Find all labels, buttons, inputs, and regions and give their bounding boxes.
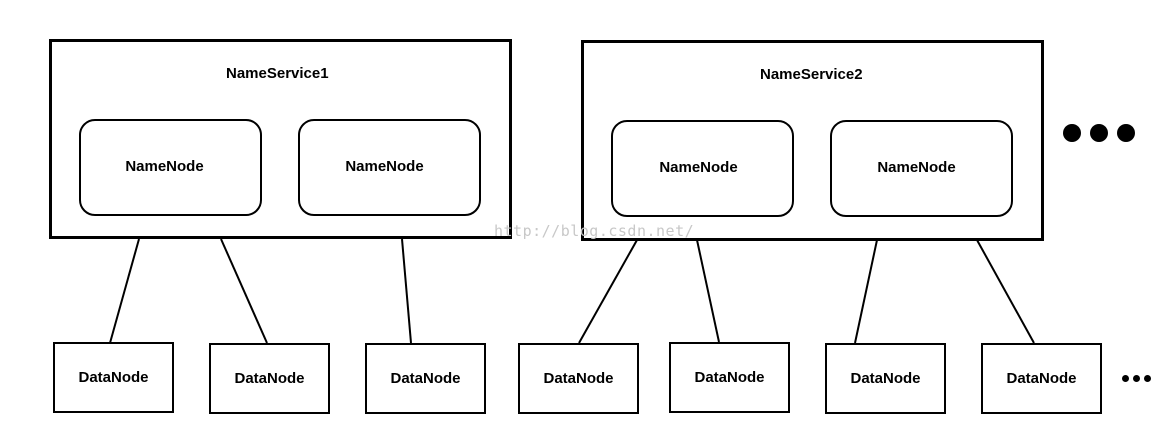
watermark-text: http://blog.csdn.net/ xyxy=(494,222,695,240)
link-ns1-dn3 xyxy=(401,238,412,344)
ellipsis-dot-1 xyxy=(1063,124,1081,142)
link-ns1-dn2 xyxy=(220,238,268,344)
nameservice-2-title: NameService2 xyxy=(760,66,863,83)
small-ellipsis-dot-1 xyxy=(1122,375,1129,382)
datanode-4: DataNode xyxy=(518,343,639,414)
datanode-1: DataNode xyxy=(53,342,174,413)
namenode-1a-label: NameNode xyxy=(125,158,204,175)
namenode-2b: NameNode xyxy=(830,120,1013,217)
nameservice-1-title: NameService1 xyxy=(226,65,329,82)
small-ellipsis-dot-2 xyxy=(1133,375,1140,382)
namenode-1b-label: NameNode xyxy=(345,158,424,175)
datanode-5-label: DataNode xyxy=(694,369,765,386)
datanode-2-label: DataNode xyxy=(234,370,305,387)
namenode-2a-label: NameNode xyxy=(659,159,738,176)
link-ns1-dn1 xyxy=(109,238,140,344)
datanode-5: DataNode xyxy=(669,342,790,413)
datanode-7-label: DataNode xyxy=(1006,370,1077,387)
datanode-6-label: DataNode xyxy=(850,370,921,387)
datanode-1-label: DataNode xyxy=(78,369,149,386)
namenode-1b: NameNode xyxy=(298,119,481,216)
datanode-3: DataNode xyxy=(365,343,486,414)
link-ns2-dn7 xyxy=(976,239,1035,344)
namenode-2a: NameNode xyxy=(611,120,794,217)
namenode-2b-label: NameNode xyxy=(877,159,956,176)
small-ellipsis-dot-3 xyxy=(1144,375,1151,382)
datanode-6: DataNode xyxy=(825,343,946,414)
namenode-1a: NameNode xyxy=(79,119,262,216)
ellipsis-dot-3 xyxy=(1117,124,1135,142)
link-ns2-dn4 xyxy=(578,239,638,344)
datanode-4-label: DataNode xyxy=(543,370,614,387)
link-ns2-dn5 xyxy=(696,239,720,343)
datanode-7: DataNode xyxy=(981,343,1102,414)
ellipsis-dot-2 xyxy=(1090,124,1108,142)
datanode-3-label: DataNode xyxy=(390,370,461,387)
datanode-2: DataNode xyxy=(209,343,330,414)
link-ns2-dn6 xyxy=(854,239,878,344)
